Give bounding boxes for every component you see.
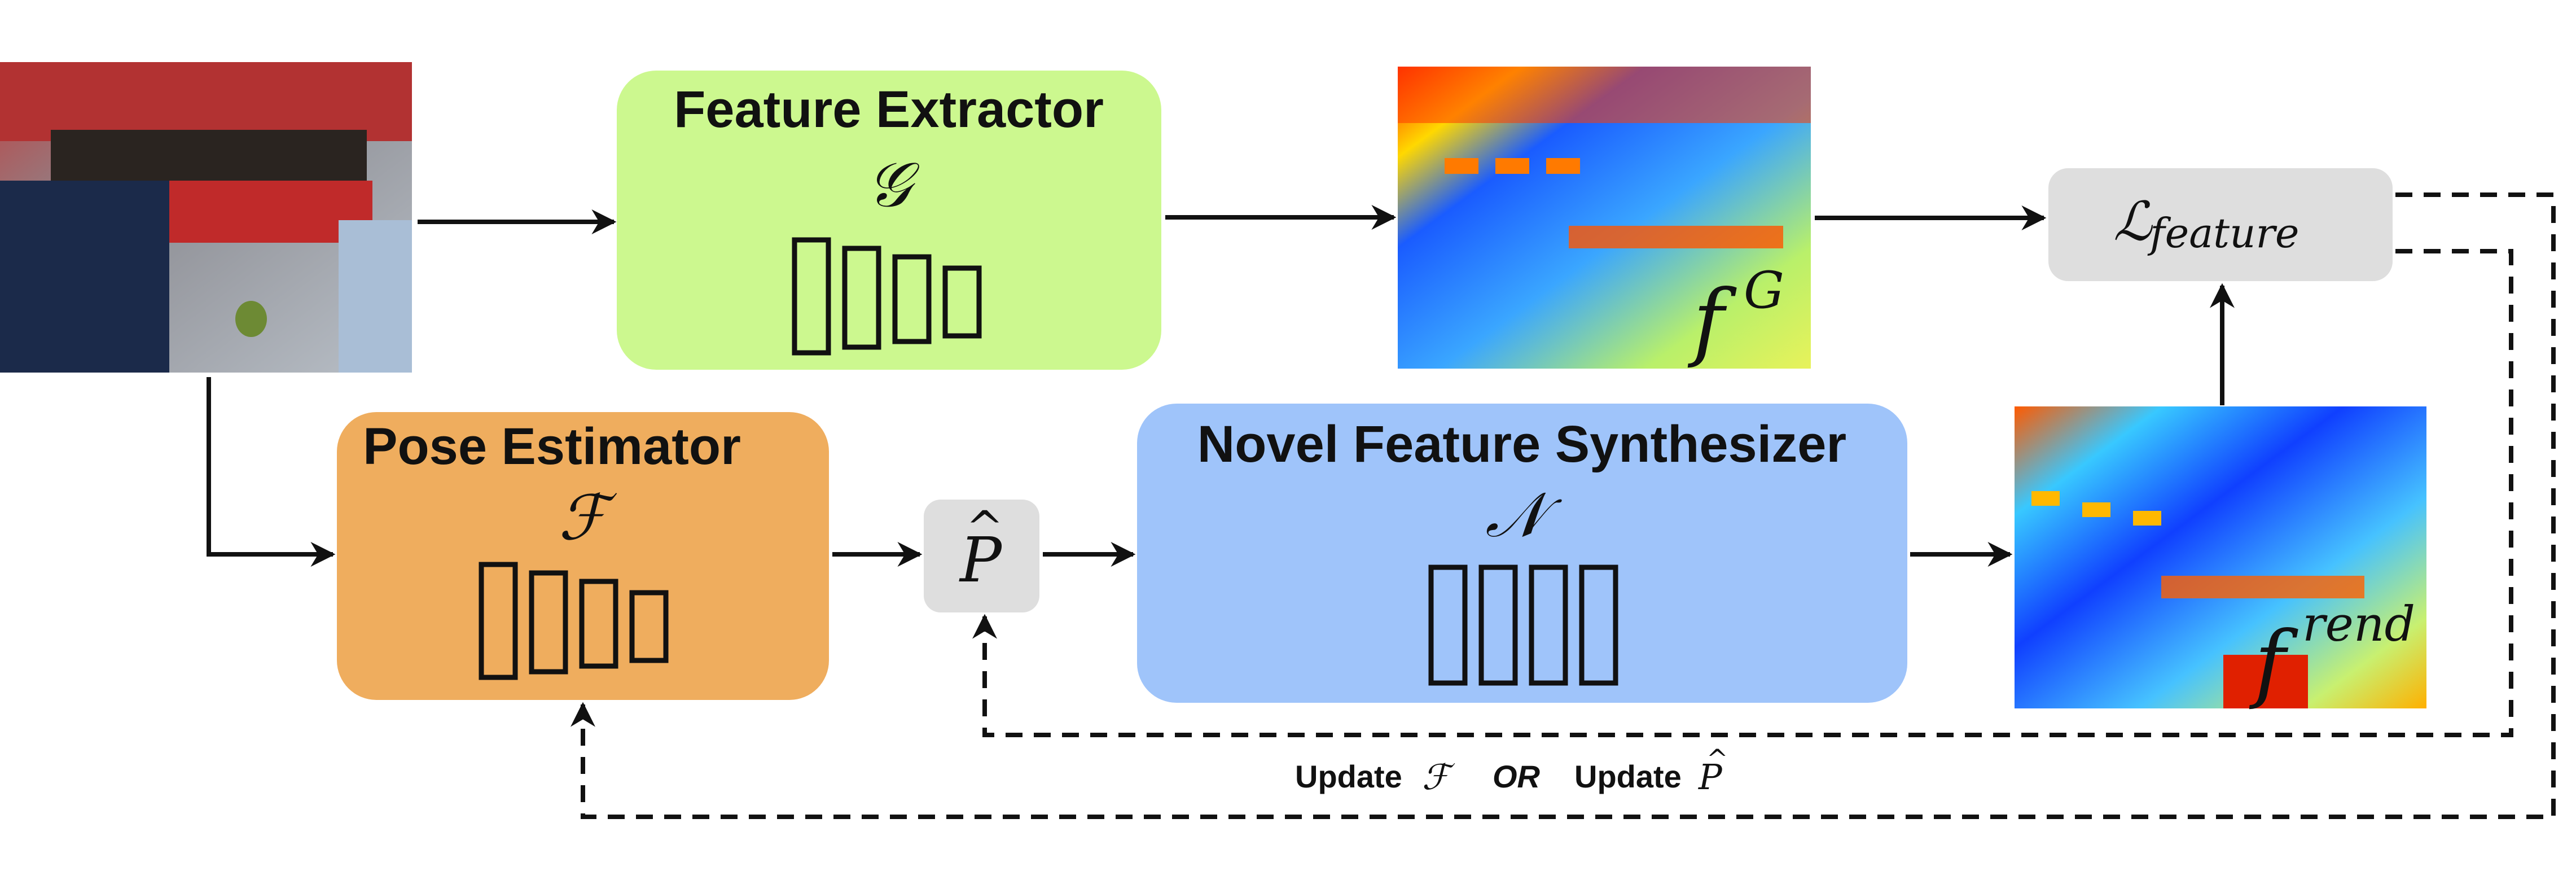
- layer-bar: [1478, 564, 1518, 686]
- feedback-paths: [571, 192, 2556, 819]
- feature-map-fG: f G: [1398, 67, 1811, 370]
- update-label: Update ℱ OR Update P ^: [1295, 743, 1728, 798]
- layer-bar: [892, 254, 932, 344]
- layer-bar: [942, 265, 982, 339]
- update-label-1: Update: [1295, 759, 1402, 794]
- update-label-2: Update: [1574, 759, 1682, 794]
- novel-feature-synthesizer-block: Novel Feature Synthesizer 𝒩: [1137, 404, 1907, 703]
- pose-hat-block: P ^: [924, 500, 1039, 612]
- feature-extractor-block: Feature Extractor 𝒢: [617, 71, 1161, 370]
- layer-bar: [1579, 564, 1618, 686]
- feature-map-frend: f rend: [2015, 406, 2426, 712]
- arrow-image-to-pose-estimator: [207, 377, 336, 567]
- fG-superscript: G: [1744, 261, 1784, 320]
- update-label-or: OR: [1493, 759, 1541, 794]
- frend-superscript: rend: [2302, 597, 2415, 653]
- loss-block: ℒ feature: [2048, 168, 2393, 281]
- pose-estimator-title: Pose Estimator: [363, 418, 741, 475]
- update-label-symbol-1: ℱ: [1422, 756, 1455, 798]
- pose-hat-box: [924, 500, 1039, 612]
- layer-bar: [529, 570, 568, 675]
- feature-extractor-layers: [792, 237, 982, 356]
- layer-bar: [792, 237, 831, 356]
- pose-estimator-layers: [479, 562, 669, 680]
- loss-subscript: feature: [2147, 209, 2299, 257]
- novel-feature-synthesizer-layers: [1428, 564, 1618, 686]
- loss-box: [2048, 168, 2393, 281]
- feature-extractor-title: Feature Extractor: [674, 81, 1104, 138]
- novel-feature-synthesizer-title: Novel Feature Synthesizer: [1197, 415, 1846, 473]
- dashed-update-phat: [972, 249, 2513, 737]
- pose-estimator-block: Pose Estimator ℱ: [337, 412, 829, 700]
- feature-extractor-box: [617, 71, 1161, 370]
- layer-bar: [629, 590, 669, 663]
- pose-estimator-box: [337, 412, 829, 700]
- layer-bar: [1428, 564, 1468, 686]
- pose-hat-accent: ^: [966, 501, 1003, 554]
- input-image: [0, 62, 412, 373]
- layer-bar: [842, 246, 881, 350]
- layer-bar: [479, 562, 518, 680]
- data-flow-arrows: [207, 205, 2235, 567]
- loss-symbol: ℒ: [2113, 191, 2153, 253]
- feature-extractor-symbol: 𝒢: [867, 148, 920, 221]
- layer-bar: [1529, 564, 1568, 686]
- layer-bar: [579, 579, 618, 669]
- pose-hat-symbol: P: [959, 524, 1003, 596]
- update-label-symbol-2: P: [1698, 756, 1723, 798]
- update-label-hat-2: ^: [1706, 743, 1728, 774]
- novel-feature-synthesizer-box: [1137, 404, 1907, 703]
